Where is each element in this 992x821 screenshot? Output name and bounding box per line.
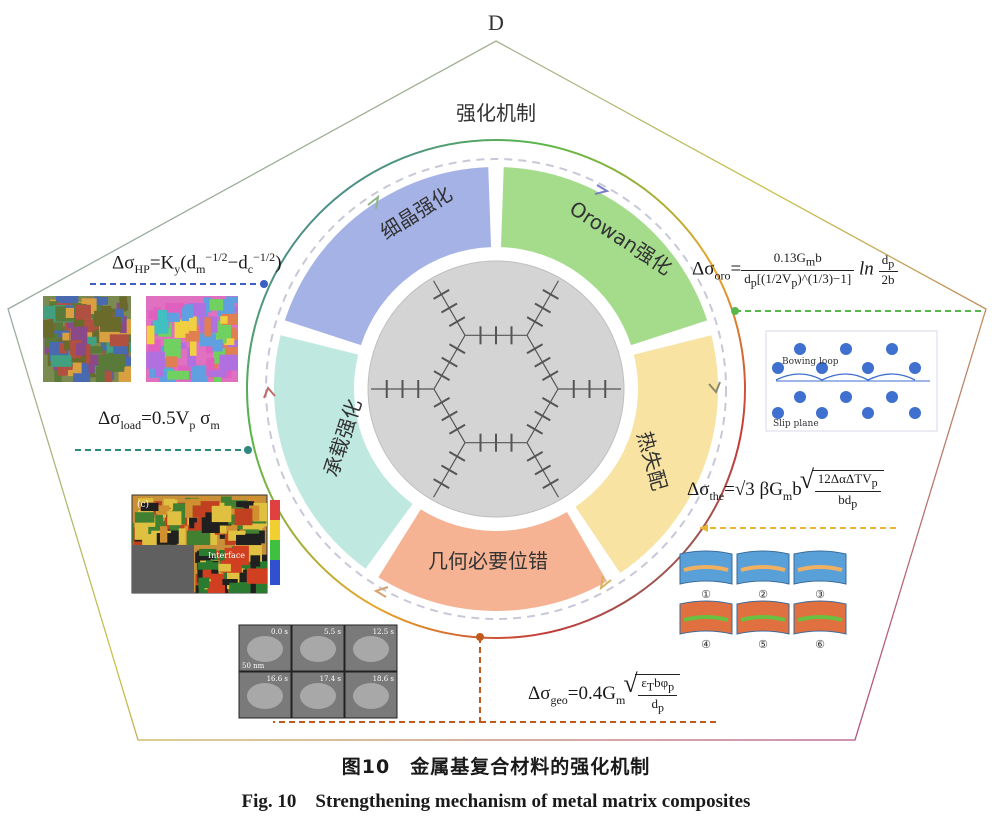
thermal-panel-label: ⑥ (815, 638, 825, 651)
formula-load: Δσload=0.5Vp σm (98, 408, 220, 432)
cycle-arrows (263, 184, 721, 598)
core-circle (367, 260, 625, 518)
kam-panel-label: (c) (137, 499, 149, 510)
tem-sequence: 0.0 s 5.5 s 12.5 s 16.6 s 17.4 s 18.6 s 50 nm (238, 624, 398, 719)
thermal-panel-label: ④ (701, 638, 711, 651)
segment-load (274, 335, 413, 569)
segment-grain (284, 167, 492, 346)
thermal-panel-label: ⑤ (758, 638, 768, 651)
dislocation-network (371, 280, 621, 498)
dashed-cycle (265, 158, 727, 620)
bowing-loop-label: Bowing loop (782, 357, 839, 367)
formula-hall-petch: ΔσHP=Ky(dm−1/2−dc−1/2) (112, 250, 282, 277)
outer-ring (246, 139, 746, 639)
ebsd-image-right (146, 296, 238, 382)
segment-geometric (378, 509, 607, 611)
pentagon-frame (7, 40, 987, 741)
tem-time-label: 12.5 s (373, 628, 395, 636)
top-label: D (488, 10, 504, 35)
tem-time-label: 16.6 s (267, 675, 289, 683)
thermal-panel-label: ② (758, 588, 768, 601)
thermal-panel-label: ③ (815, 588, 825, 601)
thermal-fe-panels: ① ② ③ ④ ⑤ ⑥ (679, 550, 847, 651)
orowan-schematic: Bowing loop Slip plane (765, 330, 938, 432)
tem-time-label: 5.5 s (324, 628, 341, 636)
kam-interface-label: Interface (208, 551, 245, 560)
slip-plane-label: Slip plane (773, 419, 819, 429)
tem-time-label: 17.4 s (320, 675, 342, 683)
formula-thermal: Δσthe=√3 βGmb12ΔαΔTVpbdp (687, 465, 884, 511)
segment-orowan (500, 167, 708, 346)
thermal-panel-label: ① (701, 588, 711, 601)
tem-time-label: 0.0 s (271, 628, 288, 636)
segment-label-geometric: 几何必要位错 (428, 549, 548, 573)
tem-time-label: 18.6 s (373, 675, 395, 683)
figure-caption-en: Fig. 10 Strengthening mechanism of metal… (241, 791, 751, 812)
formula-geometric: Δσgeo=0.4GmεTbφpdp (528, 669, 681, 715)
ebsd-image-left (43, 296, 131, 382)
kam-image: (c) Interface (131, 494, 280, 594)
ring-title: 强化机制 (456, 101, 536, 125)
segment-thermal (575, 335, 718, 574)
figure-caption-cn: 图10 金属基复合材料的强化机制 (341, 756, 651, 778)
tem-scale-label: 50 nm (242, 662, 265, 670)
